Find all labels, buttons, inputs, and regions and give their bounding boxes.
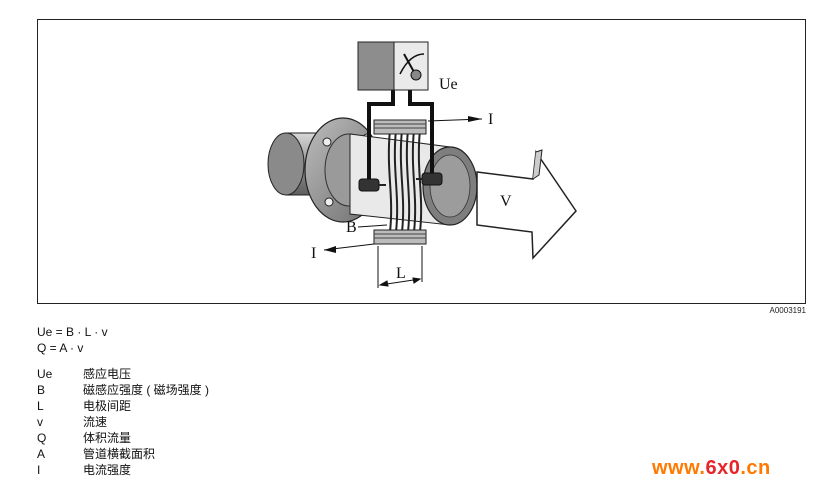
legend-row: I 电流强度 (37, 462, 209, 478)
measuring-tube (349, 133, 478, 226)
legend-description: 管道横截面积 (83, 447, 156, 461)
formula-flow: Q = A · v (37, 341, 84, 355)
b-leader-line (357, 224, 388, 228)
legend-description: 体积流量 (83, 431, 132, 445)
watermark-middle: 6x0 (705, 457, 741, 479)
legend-row: Q 体积流量 (37, 430, 209, 446)
label-ue: Ue (439, 76, 458, 93)
label-b: B (346, 219, 357, 236)
legend-description: 电极间距 (83, 399, 132, 413)
magnetic-field-lines (387, 129, 423, 233)
symbol-legend: Ue 感应电压 B 磁感应强度 ( 磁场强度 ) L 电极间距 v 流速 Q 体… (37, 366, 209, 478)
watermark-suffix: .cn (740, 457, 771, 479)
watermark: www.6x0.cn (652, 457, 771, 480)
flow-arrow (476, 149, 577, 260)
legend-symbol: Ue (37, 367, 53, 381)
legend-symbol: Q (37, 431, 47, 445)
lower-coil (373, 229, 427, 245)
label-i-top: I (488, 111, 493, 128)
current-arrow-bottom (323, 243, 375, 253)
signal-wiring (367, 88, 434, 179)
legend-description: 感应电压 (83, 367, 132, 381)
upper-coil (373, 119, 427, 135)
label-i-bottom: I (311, 245, 316, 262)
legend-description: 磁感应强度 ( 磁场强度 ) (83, 383, 209, 397)
figure-id: A0003191 (769, 306, 806, 315)
legend-row: Ue 感应电压 (37, 366, 209, 382)
figure-frame: Ue I B I L V (37, 19, 806, 304)
legend-row: L 电极间距 (37, 398, 209, 414)
legend-row: B 磁感应强度 ( 磁场强度 ) (37, 382, 209, 398)
legend-description: 流速 (83, 415, 108, 429)
legend-row: v 流速 (37, 414, 209, 430)
legend-row: A 管道横截面积 (37, 446, 209, 462)
label-l: L (396, 265, 406, 282)
legend-symbol: L (37, 399, 44, 413)
formula-voltage: Ue = B · L · v (37, 325, 108, 339)
legend-symbol: I (37, 463, 41, 477)
legend-description: 电流强度 (83, 463, 132, 477)
watermark-prefix: www. (652, 457, 706, 479)
label-v: V (500, 193, 512, 210)
electrode-spacing-dimension (377, 246, 423, 288)
current-arrow-top (427, 116, 483, 122)
legend-symbol: B (37, 383, 46, 397)
legend-symbol: A (37, 447, 46, 461)
voltmeter (357, 41, 429, 91)
legend-symbol: v (37, 415, 43, 429)
formulas: Ue = B · L · v Q = A · v (37, 324, 108, 356)
flowmeter-diagram: Ue I B I L V (267, 41, 577, 288)
